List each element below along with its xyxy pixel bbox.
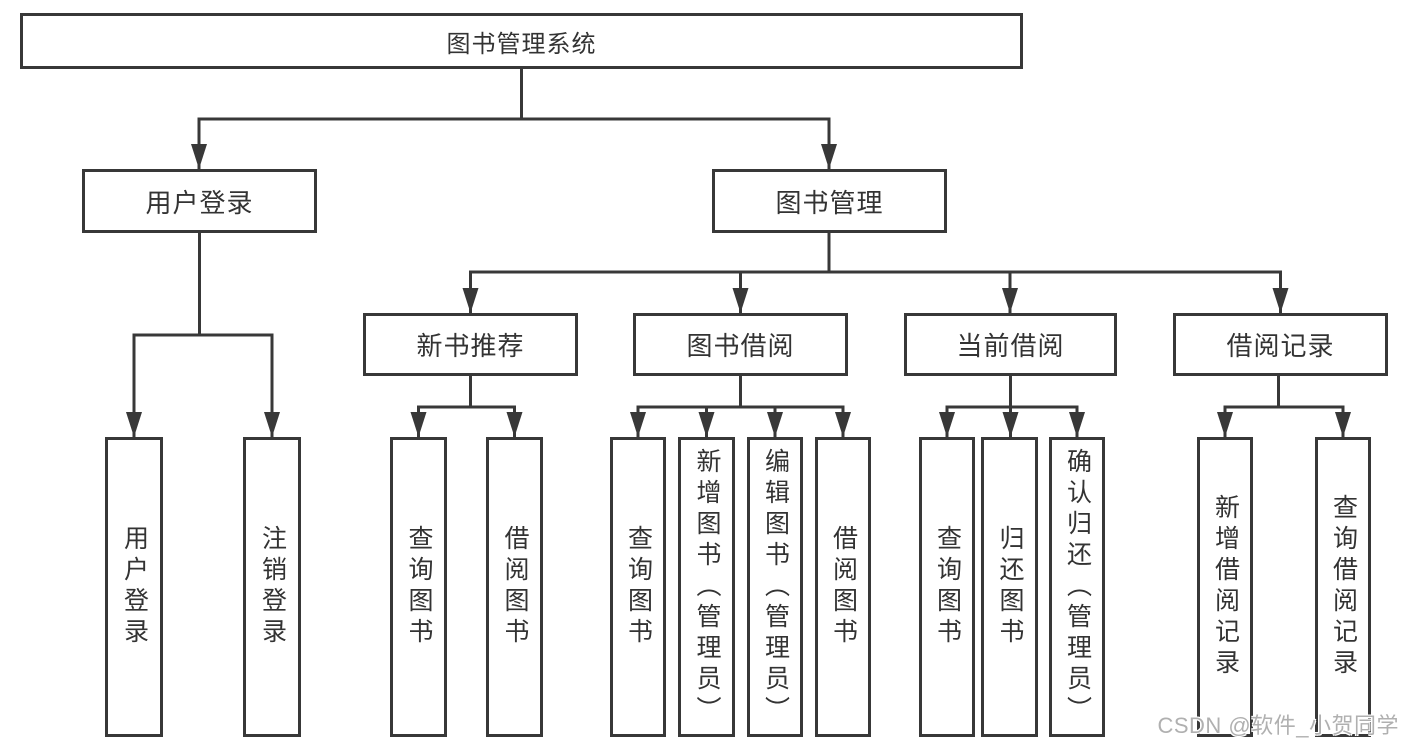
watermark-text: CSDN @软件_小贺同学 — [1157, 713, 1399, 738]
leaf-borrow-books-recommend: 借阅图书 — [486, 437, 543, 737]
node-root: 图书管理系统 — [20, 13, 1023, 69]
leaf-logout: 注销登录 — [243, 437, 301, 737]
leaf-borrow-books-recommend-label: 借阅图书 — [501, 525, 529, 649]
arrowhead — [462, 288, 479, 313]
connector-line — [197, 69, 831, 169]
arrowhead — [821, 144, 837, 169]
leaf-query-books-recommend: 查询图书 — [390, 437, 447, 737]
leaf-user-login-label: 用户登录 — [120, 525, 149, 649]
node-user-login: 用户登录 — [82, 169, 317, 233]
arrowhead — [835, 412, 851, 437]
arrowhead — [1069, 412, 1085, 437]
connector-line — [132, 233, 274, 437]
arrowhead — [1002, 288, 1018, 313]
node-current-borrowing: 当前借阅 — [904, 313, 1117, 376]
leaf-logout-label: 注销登录 — [258, 525, 287, 649]
leaf-borrow-books-label: 借阅图书 — [829, 525, 858, 649]
leaf-confirm-return-admin: 确认归还（管理员） — [1049, 437, 1105, 737]
leaf-edit-books-admin-label: 编辑图书（管理员） — [761, 447, 790, 727]
leaf-add-books-admin: 新增图书（管理员） — [678, 437, 735, 737]
leaf-query-books-borrowing-label: 查询图书 — [624, 525, 653, 649]
node-book-management-label: 图书管理 — [775, 187, 884, 218]
leaf-query-books-borrowing: 查询图书 — [610, 437, 666, 737]
arrowhead — [1002, 412, 1019, 437]
leaf-query-borrow-record: 查询借阅记录 — [1315, 437, 1371, 737]
leaf-query-books-current: 查询图书 — [919, 437, 975, 737]
leaf-user-login: 用户登录 — [105, 437, 163, 737]
arrowhead — [698, 412, 715, 437]
connector-line — [636, 376, 845, 437]
arrowhead — [264, 412, 280, 437]
node-book-borrowing: 图书借阅 — [633, 313, 848, 376]
leaf-edit-books-admin: 编辑图书（管理员） — [747, 437, 803, 737]
arrowhead — [630, 412, 646, 437]
arrowhead — [506, 412, 523, 437]
leaf-return-books-label: 归还图书 — [996, 525, 1024, 649]
leaf-query-borrow-record-label: 查询借阅记录 — [1329, 494, 1358, 680]
arrowhead — [939, 412, 955, 437]
arrowhead — [1272, 288, 1289, 313]
leaf-query-books-current-label: 查询图书 — [933, 525, 962, 649]
leaf-confirm-return-admin-label: 确认归还（管理员） — [1063, 447, 1092, 727]
arrowhead — [1335, 412, 1351, 437]
leaf-borrow-books: 借阅图书 — [815, 437, 871, 737]
arrowhead — [410, 412, 427, 437]
leaf-add-borrow-record: 新增借阅记录 — [1197, 437, 1253, 737]
arrowhead — [1217, 412, 1233, 437]
connector-line — [469, 233, 1282, 313]
node-new-book-recommend: 新书推荐 — [363, 313, 578, 376]
node-new-book-recommend-label: 新书推荐 — [416, 331, 525, 361]
node-book-management: 图书管理 — [712, 169, 947, 233]
leaf-return-books: 归还图书 — [981, 437, 1038, 737]
connector-line — [417, 376, 516, 437]
arrowhead — [126, 412, 142, 437]
node-root-label: 图书管理系统 — [446, 30, 597, 58]
node-borrowing-records: 借阅记录 — [1173, 313, 1388, 376]
node-book-borrowing-label: 图书借阅 — [686, 331, 795, 361]
leaf-query-books-recommend-label: 查询图书 — [405, 525, 433, 649]
leaf-add-borrow-record-label: 新增借阅记录 — [1211, 494, 1240, 680]
node-borrowing-records-label: 借阅记录 — [1226, 331, 1335, 361]
node-current-borrowing-label: 当前借阅 — [956, 331, 1065, 361]
arrowhead — [191, 144, 207, 169]
arrowhead — [732, 288, 749, 313]
connector-line — [1223, 376, 1345, 437]
leaf-add-books-admin-label: 新增图书（管理员） — [693, 447, 721, 727]
arrowhead — [767, 412, 783, 437]
node-user-login-label: 用户登录 — [145, 187, 254, 218]
